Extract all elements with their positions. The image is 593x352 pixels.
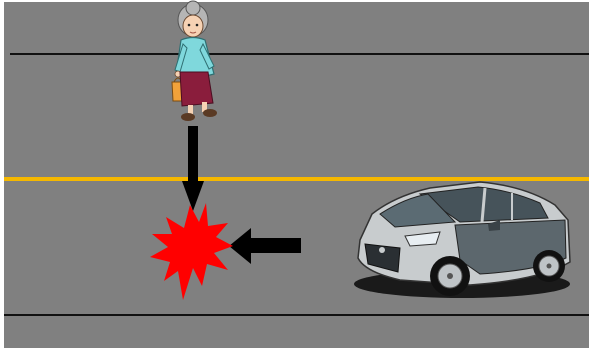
silver-hybrid-car <box>354 181 571 298</box>
car-path-arrow <box>229 228 301 264</box>
elderly-woman-pedestrian <box>171 0 217 121</box>
pedestrian-path-arrow <box>182 126 204 211</box>
collision-burst <box>150 203 233 300</box>
